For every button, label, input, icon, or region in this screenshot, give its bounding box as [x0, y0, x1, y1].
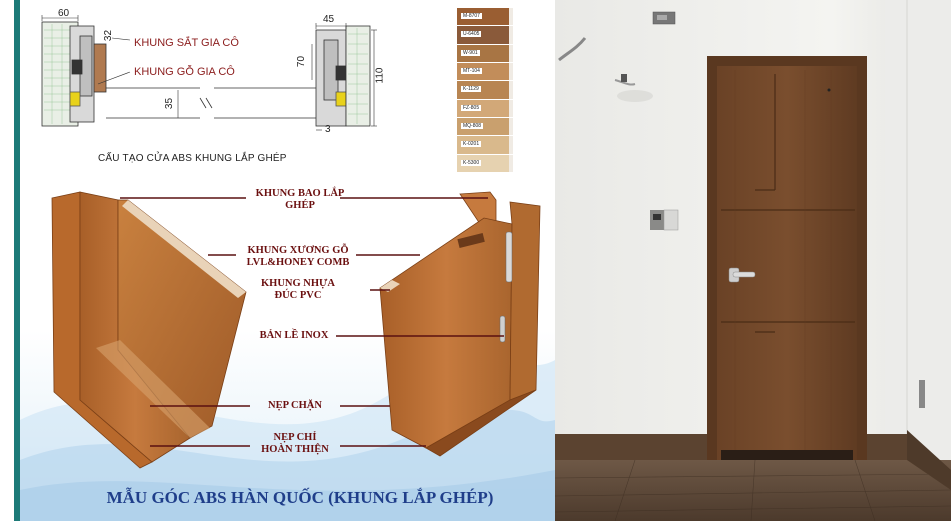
- cross-section-drawing: [41, 15, 377, 131]
- left-corner-sample: [51, 191, 247, 469]
- swatch-u-6405: U-6405: [457, 26, 513, 44]
- label-hinge: BẢN LỀ INOX: [259, 330, 329, 341]
- swatch-m-8707: M-8707: [457, 8, 513, 26]
- label-lvl-line2: LVL&HONEY COMB: [246, 257, 350, 268]
- door-photo-panel: [555, 0, 951, 521]
- door-handle: [728, 267, 756, 283]
- dim-3: 3: [325, 124, 331, 135]
- swatch-mq-808: MQ-808: [457, 118, 513, 136]
- callout-wood-frame: KHUNG GỖ GIA CÔ: [134, 66, 235, 78]
- callout-steel-frame: KHUNG SẮT GIA CÔ: [134, 37, 239, 49]
- swatch-w-901: W-901: [457, 44, 513, 62]
- swatch-code: K-5300: [461, 159, 482, 166]
- swatch-code: MQ-808: [461, 123, 484, 130]
- swatch-k-5300: K-5300: [457, 154, 513, 172]
- label-frame-line2: GHÉP: [285, 200, 315, 211]
- swatch-code: FZ-805: [461, 104, 482, 111]
- swatch-code: MT-104: [461, 68, 482, 75]
- drawing-caption: CẤU TẠO CỬA ABS KHUNG LẮP GHÉP: [98, 153, 287, 164]
- swatch-code: K-1129: [461, 86, 481, 93]
- label-trim: NẸP CHỈ HOÀN THIỆN: [250, 432, 340, 456]
- left-frame-section: [41, 21, 316, 127]
- label-frame-line1: KHUNG BAO LẮP: [255, 188, 345, 199]
- door-photo: [555, 0, 951, 521]
- teal-side-strip: [14, 0, 20, 521]
- dim-45: 45: [323, 14, 335, 25]
- label-trim-line1: NẸP CHỈ: [273, 432, 317, 443]
- label-lvl: KHUNG XƯƠNG GỖ LVL&HONEY COMB: [230, 245, 366, 269]
- label-lvl-line1: KHUNG XƯƠNG GỖ: [247, 245, 349, 256]
- label-frame: KHUNG BAO LẮP GHÉP: [240, 188, 360, 212]
- door-corner-samples: [51, 191, 541, 469]
- swatch-fz-805: FZ-805: [457, 99, 513, 117]
- label-pvc: KHUNG NHỰA ĐÚC PVC: [248, 278, 348, 302]
- label-pvc-line2: ĐÚC PVC: [274, 290, 322, 301]
- swatch-code: M-8707: [461, 13, 482, 20]
- label-stop: NẸP CHẶN: [268, 400, 322, 411]
- dim-35: 35: [164, 97, 176, 110]
- dim-32: 32: [103, 29, 115, 42]
- right-corner-sample: [379, 191, 541, 457]
- dim-60: 60: [58, 8, 70, 19]
- swatch-code: U-6405: [461, 31, 482, 38]
- label-pvc-line1: KHUNG NHỰA: [261, 278, 335, 289]
- right-frame-section: [315, 25, 371, 127]
- page-title: MẪU GÓC ABS HÀN QUỐC (KHUNG LẮP GHÉP): [106, 488, 494, 507]
- swatch-k-0201: K-0201: [457, 136, 513, 154]
- dim-70: 70: [296, 55, 308, 68]
- swatch-k-1129: K-1129: [457, 81, 513, 99]
- swatch-mt-104: MT-104: [457, 63, 513, 81]
- swatch-code: K-0201: [461, 141, 482, 148]
- product-diagram-panel: 60 32 45 70 110 35 3 KHUNG SẮT GIA CÔ KH…: [14, 0, 555, 521]
- label-trim-line2: HOÀN THIỆN: [261, 444, 329, 455]
- swatch-code: W-901: [461, 49, 480, 56]
- dim-110: 110: [374, 67, 386, 84]
